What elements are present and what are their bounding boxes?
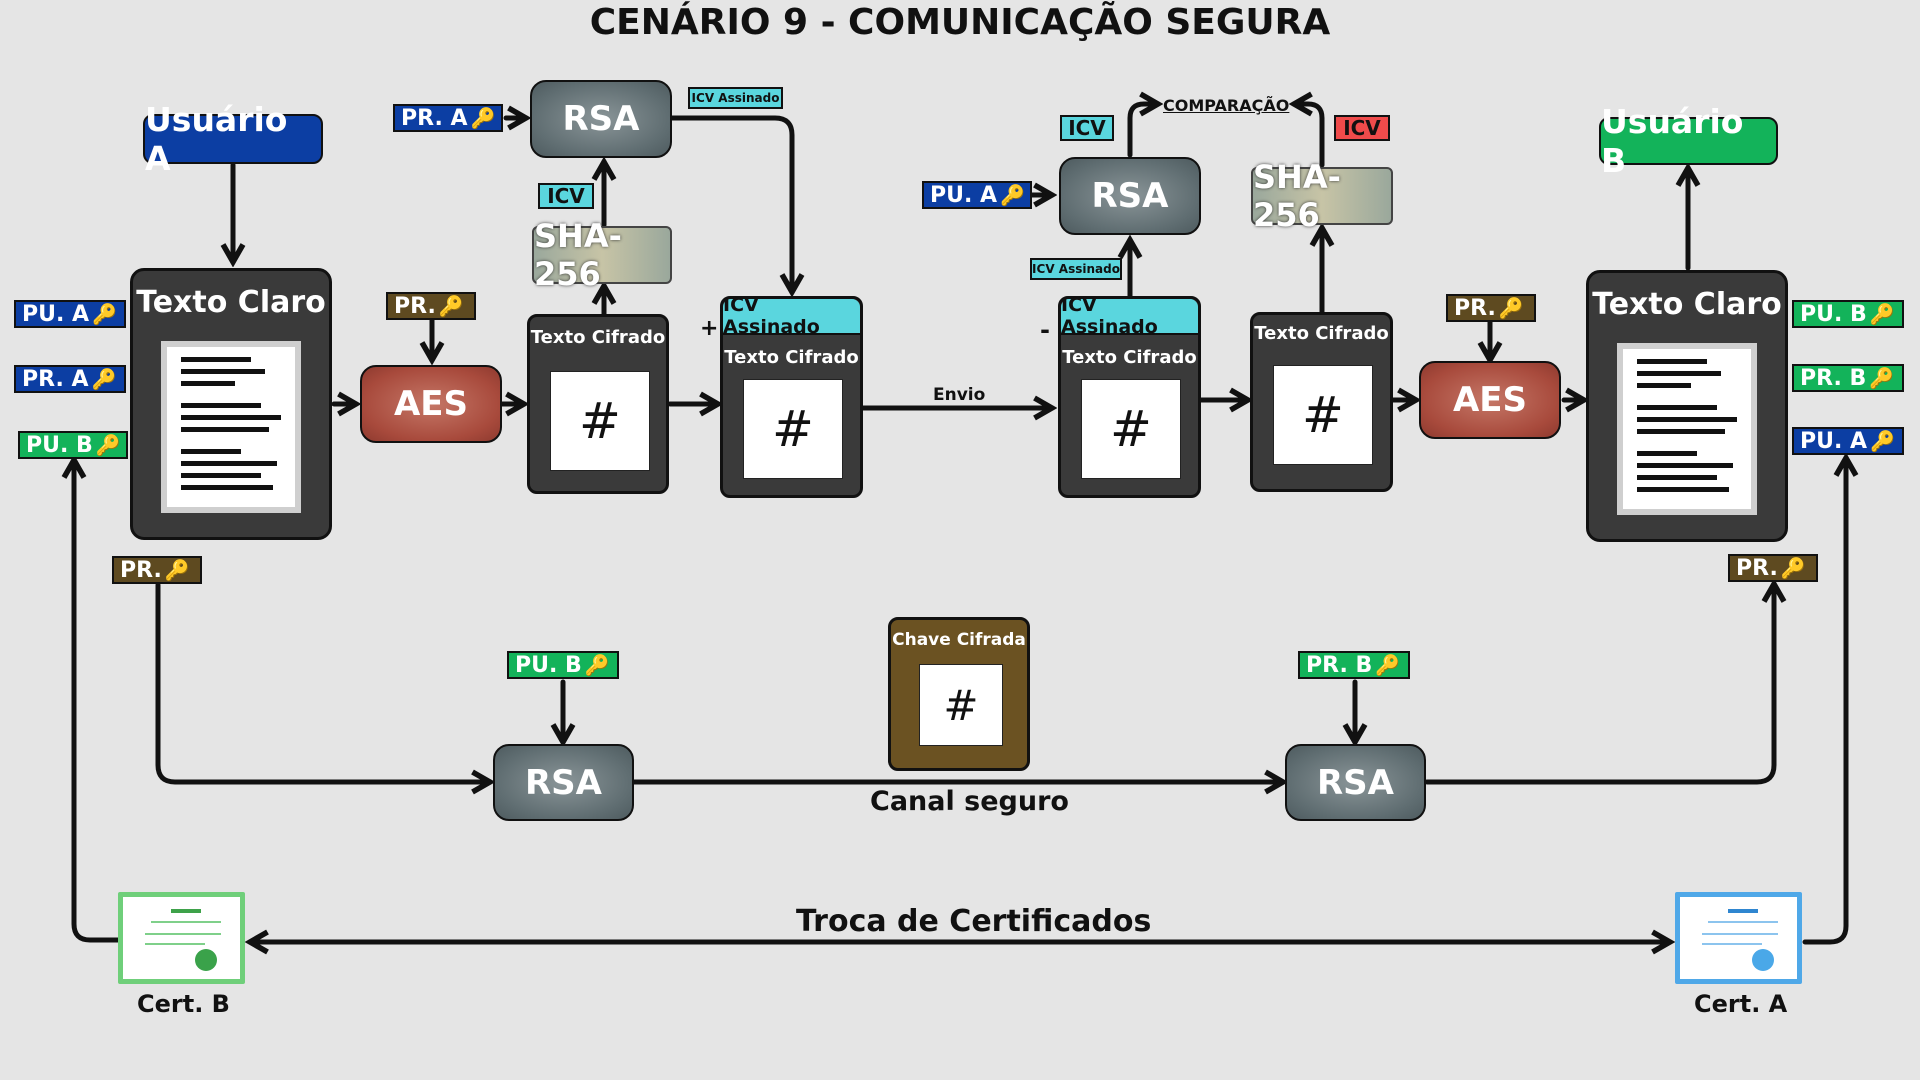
send-label: Envio <box>933 385 986 405</box>
hash-symbol: # <box>1273 365 1373 465</box>
key-icon: 🔑 <box>92 302 117 326</box>
private-key-b-tag: PR. B🔑 <box>1792 364 1904 392</box>
key-label: PU. B <box>1800 301 1867 327</box>
key-icon: 🔑 <box>438 294 464 318</box>
hash-symbol: # <box>919 664 1003 746</box>
key-icon: 🔑 <box>1869 302 1895 326</box>
key-icon: 🔑 <box>1870 429 1895 453</box>
public-key-a-tag: PU. A🔑 <box>1792 427 1904 455</box>
icv-tag: ICV <box>1334 115 1390 141</box>
public-key-b-tag: PU. B🔑 <box>507 651 619 679</box>
plaintext-document-b: Texto Claro <box>1586 270 1788 542</box>
aes-decrypt-block: AES <box>1419 361 1561 439</box>
private-key-a-tag: PR. A🔑 <box>393 104 503 132</box>
certificate-exchange-label: Troca de Certificados <box>796 904 1152 939</box>
key-label: PR. B <box>1800 365 1867 391</box>
encrypted-key-box: Chave Cifrada # <box>888 617 1030 771</box>
key-label: PR. A <box>22 366 89 392</box>
key-label: PU. A <box>930 182 998 208</box>
key-label: PR. <box>120 557 162 583</box>
ciphertext-box: Texto Cifrado # <box>1250 312 1393 492</box>
ciphertext-label: Texto Cifrado <box>1062 347 1197 368</box>
seal-icon <box>195 949 217 971</box>
key-icon: 🔑 <box>1375 653 1401 677</box>
icv-signed-header: ICV Assinado <box>1061 294 1198 338</box>
key-label: PU. B <box>26 432 93 458</box>
key-icon: 🔑 <box>164 558 190 582</box>
key-label: PR. <box>1736 555 1778 581</box>
public-key-b-tag: PU. B🔑 <box>18 431 128 459</box>
sha256-block: SHA-256 <box>532 217 672 293</box>
rsa-verify-block: RSA <box>1059 157 1201 235</box>
signed-package-box: ICV Assinado Texto Cifrado # <box>720 294 863 498</box>
key-icon: 🔑 <box>1000 183 1025 207</box>
hash-symbol: # <box>1081 379 1181 479</box>
plaintext-label: Texto Claro <box>1592 287 1782 322</box>
rsa-key-decrypt-block: RSA <box>1285 744 1426 821</box>
certificate-b-icon <box>118 892 245 984</box>
key-label: PR. <box>394 293 436 319</box>
ciphertext-label: Texto Cifrado <box>724 347 859 368</box>
key-label: PU. B <box>515 652 582 678</box>
icv-tag: ICV <box>1060 115 1114 141</box>
plaintext-label: Texto Claro <box>136 285 326 320</box>
icv-signed-tag: ICV Assinado <box>688 87 783 109</box>
key-label: PR. A <box>401 105 468 131</box>
document-icon <box>161 341 301 513</box>
user-a-badge: Usuário A <box>143 100 323 178</box>
seal-icon <box>1752 949 1774 971</box>
key-icon: 🔑 <box>470 106 496 130</box>
minus-sign: - <box>1040 316 1050 344</box>
private-key-a-tag: PR. A🔑 <box>14 365 126 393</box>
private-key-tag: PR.🔑 <box>1728 554 1818 582</box>
user-b-badge: Usuário B <box>1599 102 1778 180</box>
key-icon: 🔑 <box>1869 366 1895 390</box>
public-key-a-tag: PU. A🔑 <box>14 300 126 328</box>
key-label: PR. B <box>1306 652 1373 678</box>
icv-signed-header: ICV Assinado <box>723 294 860 338</box>
sha256-block: SHA-256 <box>1251 158 1393 234</box>
key-label: PU. A <box>1800 428 1868 454</box>
key-icon: 🔑 <box>584 653 610 677</box>
certificate-a-icon <box>1675 892 1802 984</box>
private-key-b-tag: PR. B🔑 <box>1298 651 1410 679</box>
rsa-key-encrypt-block: RSA <box>493 744 634 821</box>
hash-symbol: # <box>550 371 650 471</box>
ciphertext-box: Texto Cifrado # <box>527 314 669 494</box>
document-icon <box>1617 343 1757 515</box>
key-icon: 🔑 <box>1780 556 1806 580</box>
aes-encrypt-block: AES <box>360 365 502 443</box>
public-key-b-tag: PU. B🔑 <box>1792 300 1904 328</box>
key-icon: 🔑 <box>95 433 121 457</box>
received-package-box: ICV Assinado Texto Cifrado # <box>1058 294 1201 498</box>
page-title: CENÁRIO 9 - COMUNICAÇÃO SEGURA <box>589 2 1331 43</box>
private-key-tag: PR.🔑 <box>1446 294 1536 322</box>
plus-sign: + <box>700 316 719 341</box>
certificate-b-label: Cert. B <box>137 990 230 1018</box>
icv-tag: ICV <box>538 183 594 209</box>
icv-signed-tag: ICV Assinado <box>1030 258 1122 280</box>
key-icon: 🔑 <box>1498 296 1524 320</box>
private-key-tag: PR.🔑 <box>386 292 476 320</box>
encrypted-key-label: Chave Cifrada <box>892 630 1026 650</box>
rsa-sign-block: RSA <box>530 80 672 158</box>
private-key-tag: PR.🔑 <box>112 556 202 584</box>
plaintext-document-a: Texto Claro <box>130 268 332 540</box>
hash-symbol: # <box>743 379 843 479</box>
comparison-label: COMPARAÇÃO <box>1163 96 1290 115</box>
key-icon: 🔑 <box>91 367 117 391</box>
ciphertext-label: Texto Cifrado <box>530 327 666 348</box>
public-key-a-tag: PU. A🔑 <box>922 181 1032 209</box>
key-label: PR. <box>1454 295 1496 321</box>
certificate-a-label: Cert. A <box>1694 990 1788 1018</box>
secure-channel-label: Canal seguro <box>870 786 1069 817</box>
key-label: PU. A <box>22 301 90 327</box>
ciphertext-label: Texto Cifrado <box>1254 323 1389 344</box>
